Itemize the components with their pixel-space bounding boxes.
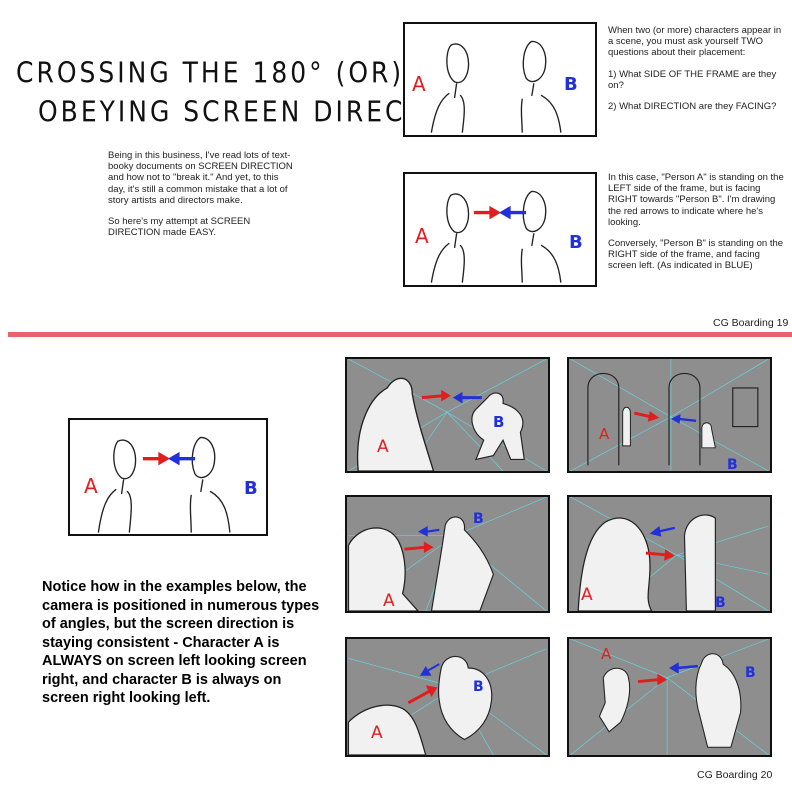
question-2: 2) What DIRECTION are they FACING? (608, 101, 777, 113)
storyboard-panel-5: A B (345, 637, 550, 757)
two-figures-drawing (430, 40, 562, 133)
title-line-1: CROSSING THE 180° (OR) (16, 56, 405, 90)
person-b-label: B (244, 478, 258, 499)
explanation-paragraph-1: In this case, "Person A" is standing on … (608, 172, 784, 228)
person-b-label: B (569, 232, 583, 253)
note-text: Notice how in the examples below, the ca… (42, 579, 320, 706)
person-a-label: A (377, 437, 389, 457)
explanation-text: In this case, "Person A" is standing on … (608, 172, 786, 282)
person-b-label: B (745, 665, 756, 681)
diagram-panel-3: A B (68, 418, 268, 536)
person-a-label: A (412, 72, 426, 96)
intro-text: Being in this business, I've read lots o… (108, 150, 296, 248)
page-divider (8, 332, 792, 337)
title-line-2: OBEYING SCREEN DIRECTION (38, 95, 479, 129)
person-b-label: B (493, 413, 505, 431)
two-figures-arrows-drawing (430, 190, 562, 283)
page-number-top: CG Boarding 19 (713, 317, 789, 329)
storyboard-panel-2: A B (567, 357, 772, 473)
question-1: 1) What SIDE OF THE FRAME are they on? (608, 68, 777, 91)
storyboard-panel-4: A B (567, 495, 772, 613)
explanation-paragraph-2: Conversely, "Person B" is standing on th… (608, 238, 784, 272)
person-b-label: B (727, 457, 738, 473)
storyboard-panel-1: A B (345, 357, 550, 473)
person-a-label: A (84, 474, 98, 498)
intro-paragraph-2: So here's my attempt at SCREEN DIRECTION… (108, 216, 251, 239)
person-a-label: A (383, 591, 395, 611)
arrow-b-icon (168, 451, 196, 466)
arrow-a-icon (142, 451, 170, 466)
questions-text: When two (or more) characters appear in … (608, 25, 786, 122)
person-b-label: B (564, 74, 578, 95)
person-b-label: B (473, 679, 484, 695)
diagram-panel-1: A B (403, 22, 597, 137)
diagram-panel-2: A B (403, 172, 597, 287)
person-a-label: A (581, 585, 593, 605)
person-a-label: A (415, 224, 429, 248)
person-a-label: A (599, 425, 610, 443)
page-number-bottom: CG Boarding 20 (697, 769, 773, 781)
arrow-b-icon (499, 205, 527, 220)
person-a-label: A (371, 723, 383, 743)
person-b-label: B (473, 511, 484, 527)
person-a-label: A (601, 645, 612, 663)
person-b-label: B (715, 595, 726, 611)
two-figures-arrows-drawing (97, 436, 231, 533)
intro-paragraph-1: Being in this business, I've read lots o… (108, 150, 293, 206)
storyboard-panel-6: A B (567, 637, 772, 757)
arrow-a-icon (473, 205, 501, 220)
storyboard-panel-3: A B (345, 495, 550, 613)
questions-lead: When two (or more) characters appear in … (608, 25, 782, 59)
